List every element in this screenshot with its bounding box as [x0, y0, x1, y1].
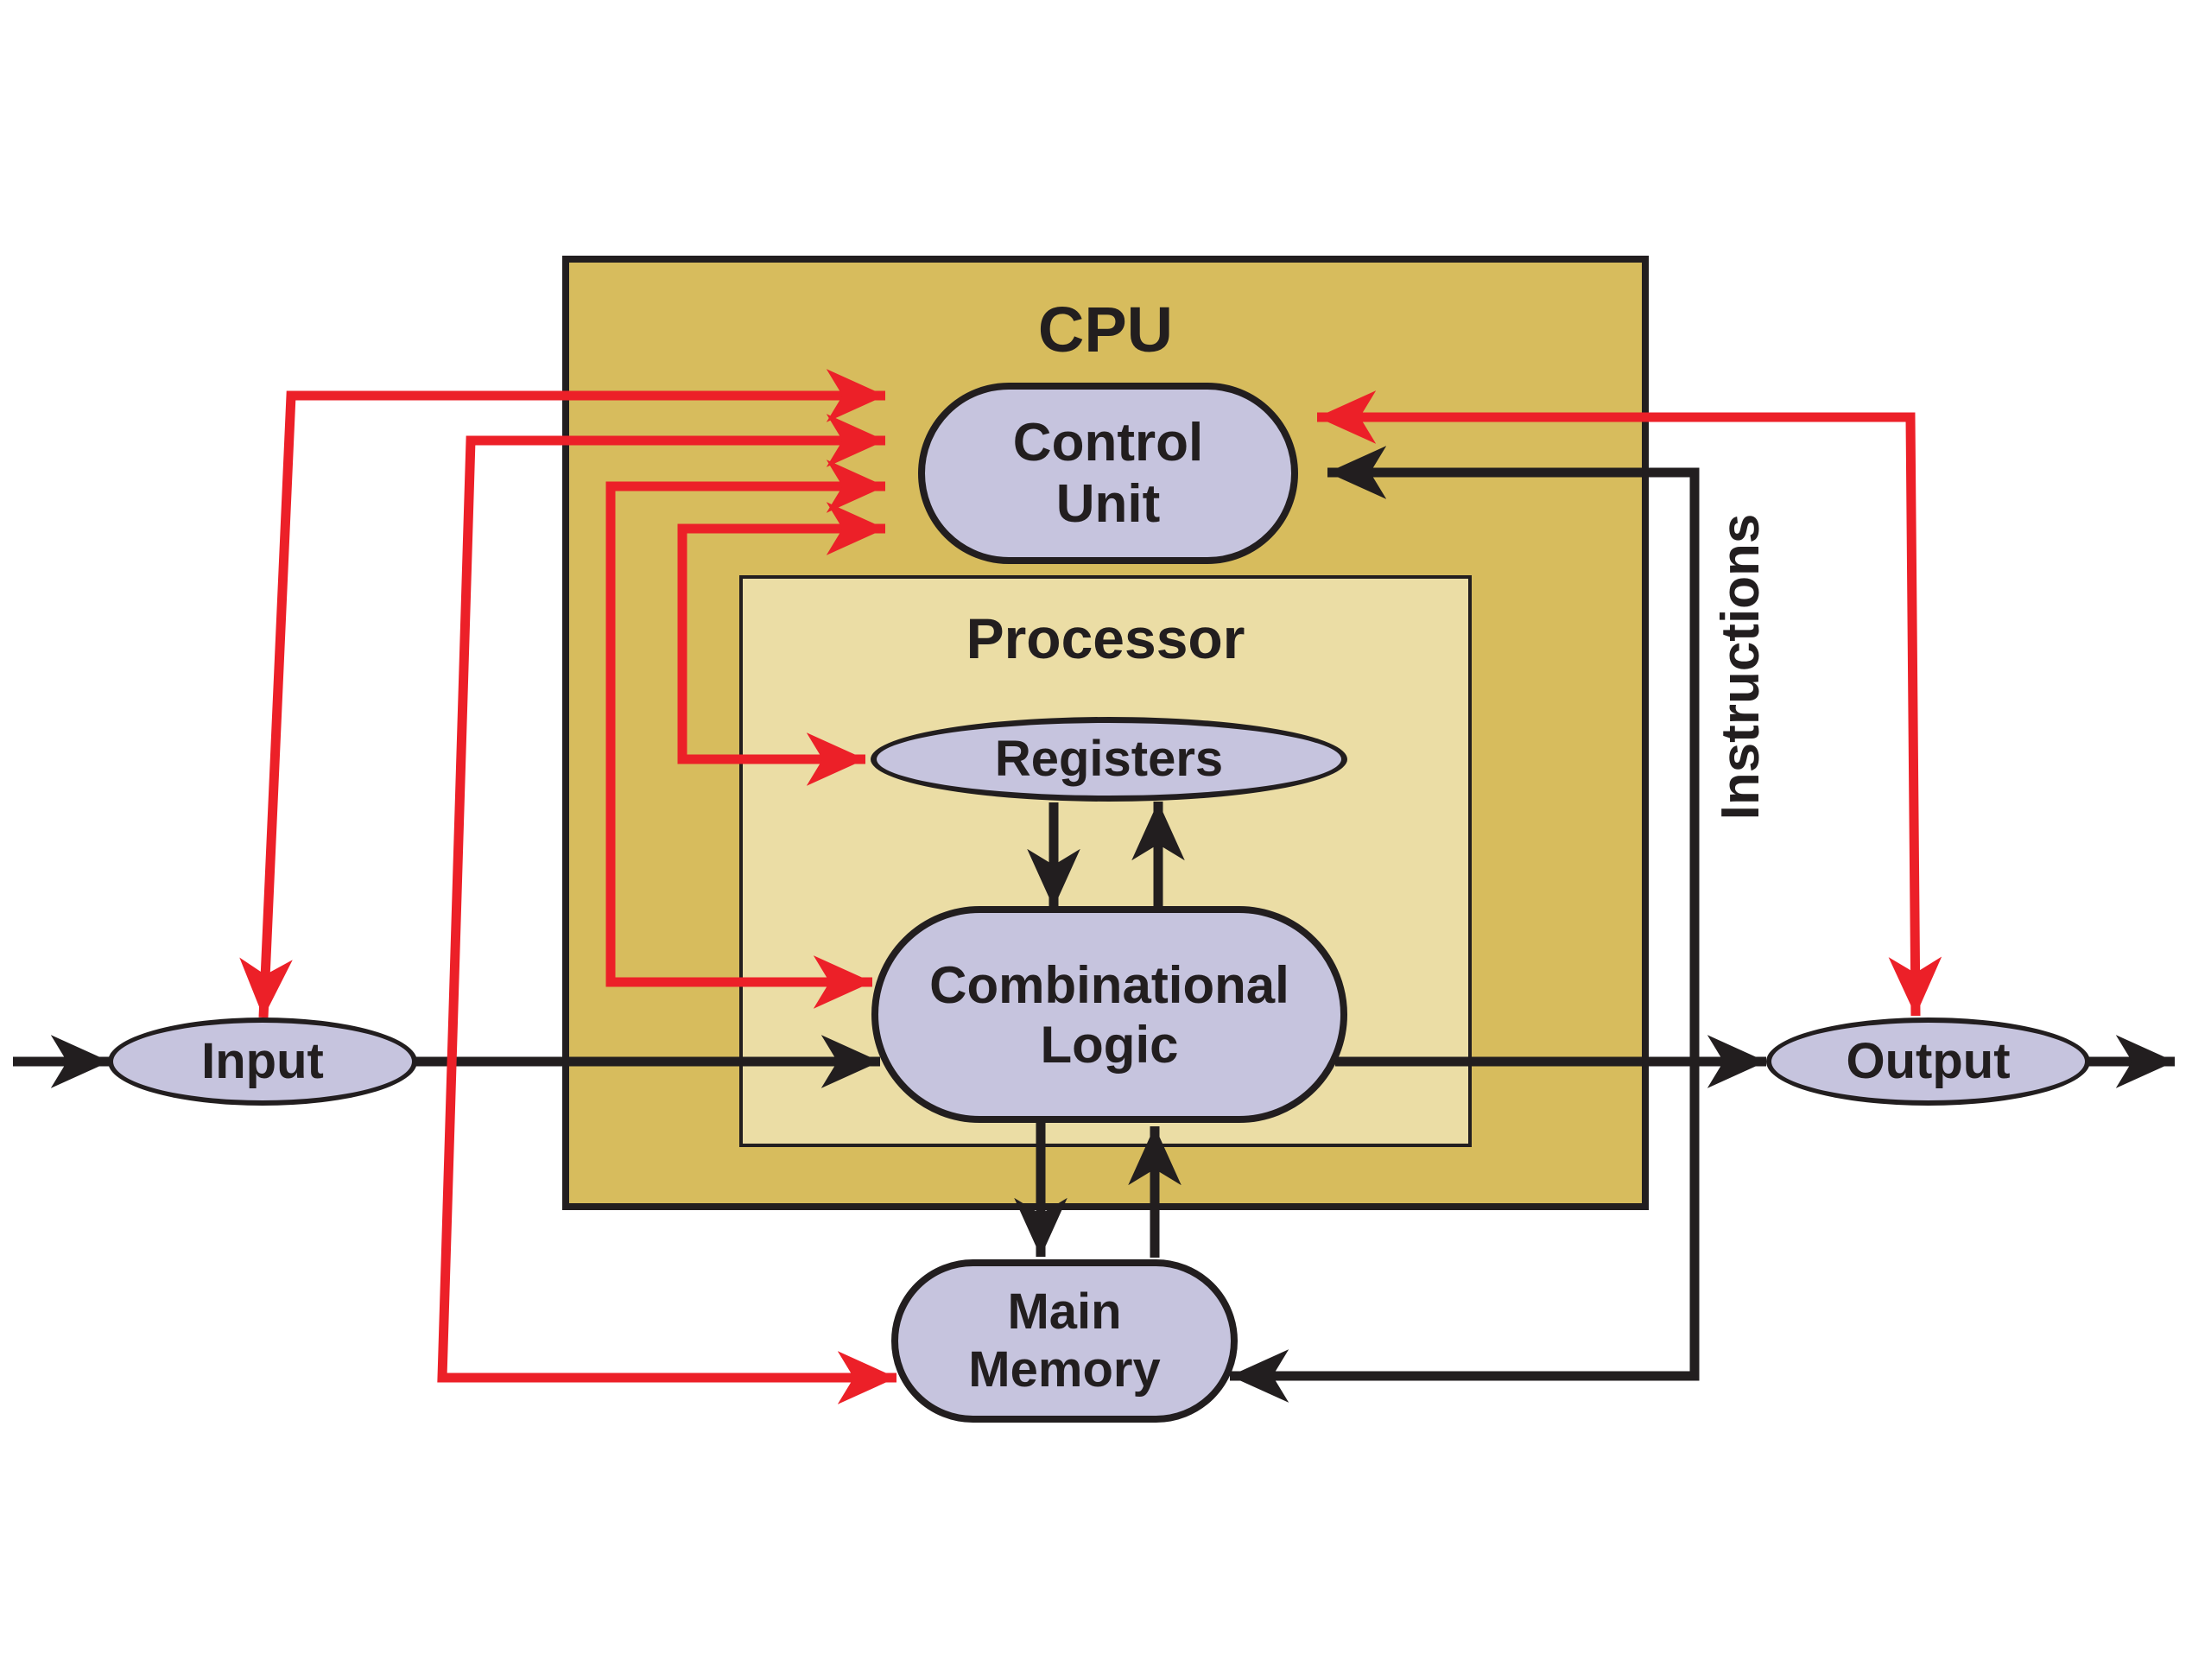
registers-node: Registers: [871, 717, 1347, 802]
red-arrow-control-registers: [677, 502, 886, 786]
input-label: Input: [201, 1032, 324, 1089]
red-arrow-control-output: [1316, 390, 1942, 1017]
control-unit-node: Control Unit: [918, 383, 1298, 564]
processor-label: Processor: [966, 606, 1245, 670]
instructions-label: Instructions: [1711, 513, 1771, 821]
input-node: Input: [108, 1018, 417, 1106]
registers-label: Registers: [994, 730, 1224, 787]
red-arrow-control-input: [239, 369, 886, 1018]
control-unit-label-line1: Control: [1012, 412, 1204, 472]
output-label: Output: [1846, 1032, 2011, 1089]
combinational-logic-node: Combinational Logic: [871, 906, 1347, 1123]
red-arrow-control-logic: [605, 460, 886, 1009]
output-node: Output: [1766, 1018, 2090, 1106]
main-memory-label-line1: Main: [1007, 1283, 1122, 1340]
combinational-logic-label-line2: Logic: [1040, 1015, 1179, 1074]
cpu-label: CPU: [1037, 294, 1174, 365]
main-memory-label-line2: Memory: [968, 1341, 1161, 1398]
control-unit-label-line2: Unit: [1055, 474, 1161, 534]
main-memory-node: Main Memory: [891, 1259, 1238, 1423]
combinational-logic-label-line1: Combinational: [929, 955, 1289, 1014]
red-arrow-control-memory: [437, 414, 897, 1404]
